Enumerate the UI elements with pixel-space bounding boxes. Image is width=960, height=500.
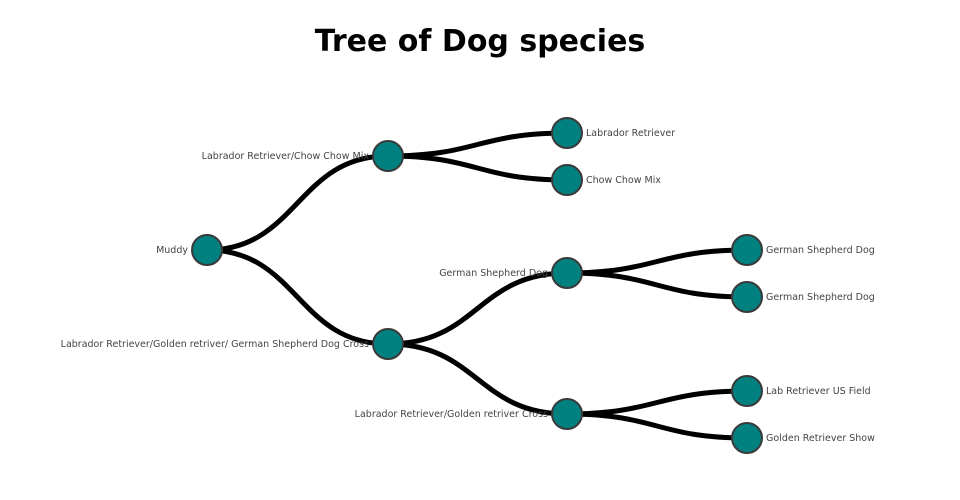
node-label: German Shepherd Dog <box>766 292 875 303</box>
tree-node[interactable] <box>731 234 763 266</box>
node-label: German Shepherd Dog <box>766 245 875 256</box>
tree-link <box>387 341 568 417</box>
tree-node[interactable] <box>731 422 763 454</box>
tree-node[interactable] <box>372 140 404 172</box>
node-label: Labrador Retriever/Chow Chow Mix <box>202 151 370 162</box>
tree-node[interactable] <box>551 117 583 149</box>
node-label: Labrador Retriever/Golden retriver Cross <box>355 409 548 420</box>
tree-link <box>206 247 389 347</box>
tree-node[interactable] <box>551 164 583 196</box>
tree-link <box>206 153 389 253</box>
node-label: Labrador Retriever <box>586 128 675 139</box>
tree-link <box>387 270 568 347</box>
node-label: Lab Retriever US Field <box>766 386 871 397</box>
tree-node[interactable] <box>372 328 404 360</box>
tree-node[interactable] <box>551 398 583 430</box>
tree-node[interactable] <box>731 281 763 313</box>
node-label: German Shepherd Dog <box>439 268 548 279</box>
tree-link <box>566 388 748 417</box>
tree-link <box>387 153 568 183</box>
node-label: Golden Retriever Show <box>766 433 875 444</box>
tree-link <box>566 270 748 300</box>
tree-node[interactable] <box>551 257 583 289</box>
tree-node[interactable] <box>731 375 763 407</box>
tree-link <box>566 411 748 441</box>
node-label: Muddy <box>156 245 188 256</box>
tree-link <box>566 247 748 276</box>
node-label: Labrador Retriever/Golden retriver/ Germ… <box>61 339 369 350</box>
tree-link <box>387 130 568 159</box>
chart-title: Tree of Dog species <box>314 24 646 59</box>
node-label: Chow Chow Mix <box>586 175 661 186</box>
tree-node[interactable] <box>191 234 223 266</box>
